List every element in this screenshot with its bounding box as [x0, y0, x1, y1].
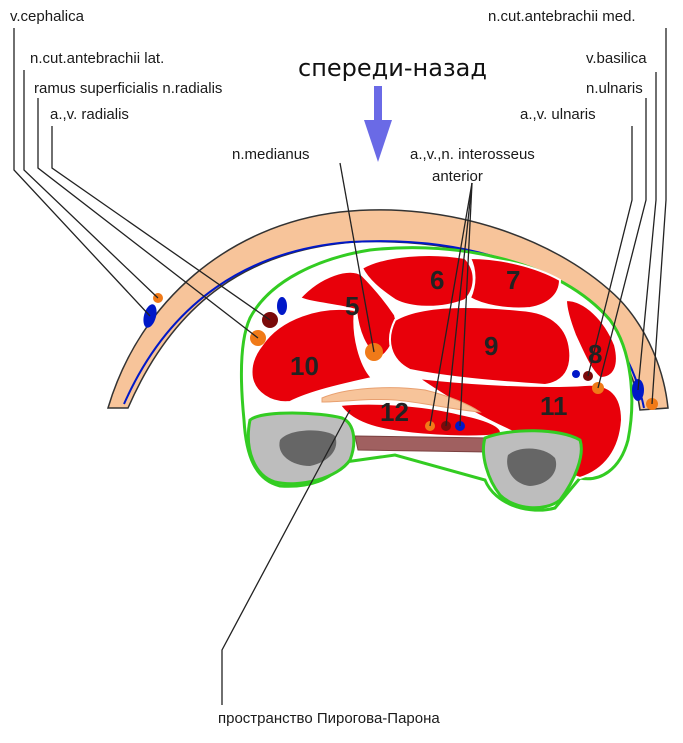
- label-n-medianus: n.medianus: [232, 146, 310, 164]
- label-v-basilica: v.basilica: [586, 50, 647, 68]
- muscle-number-8: 8: [588, 340, 602, 368]
- muscle-number-9: 9: [484, 332, 498, 360]
- orientation-title: спереди-назад: [298, 54, 487, 82]
- muscle-number-6: 6: [430, 266, 444, 294]
- leader-v-cephalica: [14, 28, 150, 316]
- interosseous-membrane: [355, 436, 490, 452]
- label-ramus-superficialis: ramus superficialis n.radialis: [34, 80, 222, 98]
- muscle-number-12: 12: [380, 398, 409, 426]
- ulnar-vein: [572, 370, 580, 378]
- label-n-cut-med: n.cut.antebrachii med.: [488, 8, 636, 26]
- label-av-ulnaris: a.,v. ulnaris: [520, 106, 596, 124]
- down-arrow-icon: [364, 86, 392, 162]
- label-v-cephalica: v.cephalica: [10, 8, 84, 26]
- muscle-number-7: 7: [506, 266, 520, 294]
- leader-ramus-superficialis: [38, 98, 258, 338]
- muscle-number-5: 5: [345, 292, 359, 320]
- leader-n-cut-lat: [24, 70, 158, 298]
- muscle-number-10: 10: [290, 352, 319, 380]
- label-n-cut-lat: n.cut.antebrachii lat.: [30, 50, 164, 68]
- muscle-number-11: 11: [540, 392, 568, 420]
- label-av-radialis: a.,v. radialis: [50, 106, 129, 124]
- label-pirogov: пространство Пирогова-Парона: [218, 710, 440, 728]
- label-interosseus-line2: anterior: [432, 168, 483, 186]
- label-interosseus-line1: a.,v.,n. interosseus: [410, 146, 535, 164]
- radial-vein: [277, 297, 287, 315]
- label-n-ulnaris: n.ulnaris: [586, 80, 643, 98]
